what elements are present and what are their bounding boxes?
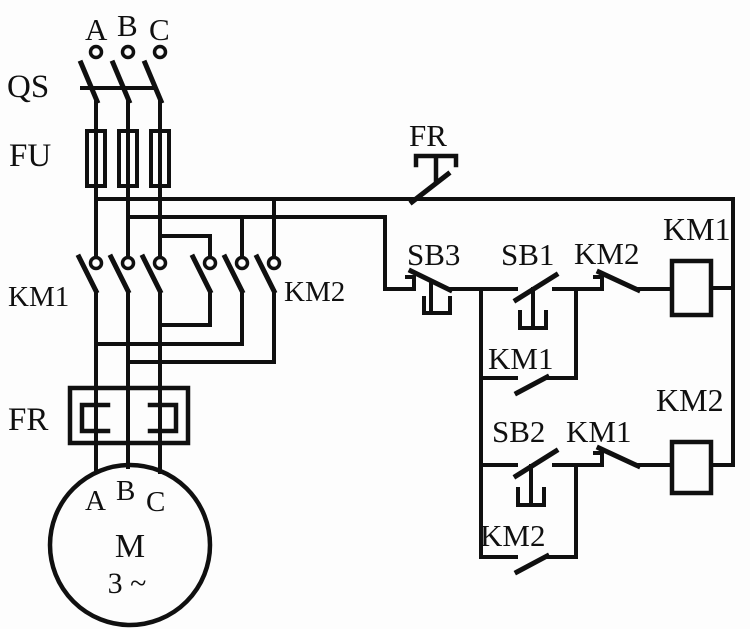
km2-contact-blade-2: [221, 253, 246, 295]
km1-contact-blade-3: [139, 253, 164, 295]
sb3-nc-tick: [405, 275, 416, 291]
km2-main-contacts: KM2: [189, 253, 345, 308]
km2-contact-blade-1: [189, 253, 214, 295]
control-wiring: [383, 197, 735, 559]
motor-m-label: M: [115, 528, 145, 565]
fr-control-contact: FR: [408, 118, 459, 206]
km1-contact-terminal-2: [120, 255, 136, 271]
km1-coil-box: [669, 258, 714, 318]
km2-interlock-contact: KM2: [574, 236, 642, 294]
sb1-label: SB1: [501, 237, 554, 272]
km1-interlock-nc-tick: [593, 451, 604, 467]
km1-contact-blade-1: [75, 253, 100, 295]
phase-c-label: C: [149, 12, 170, 47]
fr-heater-element-left: [79, 402, 111, 434]
km2-contact-terminal-2: [234, 255, 250, 271]
qs-blade-b: [109, 59, 133, 105]
km2-contact-terminal-3: [266, 255, 282, 271]
km1-interlock-blade: [595, 444, 642, 470]
sb2-start-button: SB2: [492, 414, 560, 507]
fuses: FU: [9, 129, 171, 188]
qs-blade-c: [141, 59, 165, 105]
km2-interlock-label: KM2: [574, 236, 639, 271]
motor-terminal-b: B: [116, 475, 135, 507]
fr-heater-box: [67, 385, 191, 446]
terminal-c: [152, 44, 168, 60]
fr-heater-element-right: [147, 402, 179, 434]
km2-holding-blade: [513, 552, 551, 576]
km1-contact-terminal-1: [88, 255, 104, 271]
fuse-a: [85, 129, 107, 188]
km2-coil-label: KM2: [656, 382, 724, 418]
km2-interlock-nc-tick: [593, 275, 604, 291]
fuse-c: [149, 129, 171, 188]
terminal-a: [88, 44, 104, 60]
supply-terminals: A B C: [85, 8, 170, 60]
km2-contact-terminal-1: [202, 255, 218, 271]
fr-power-label: FR: [8, 402, 48, 438]
km1-contact-terminal-3: [152, 255, 168, 271]
km2-coil-box: [669, 439, 714, 496]
fu-label: FU: [9, 138, 51, 174]
km1-holding-blade: [513, 373, 551, 397]
qs-label: QS: [7, 69, 49, 105]
sb1-start-button: SB1: [501, 237, 560, 330]
km1-holding-contact: KM1: [488, 341, 553, 397]
km1-main-contacts: KM1: [8, 253, 168, 313]
sb2-button-cap: [516, 487, 546, 507]
motor-terminal-a: A: [85, 485, 106, 517]
km2-coil: KM2: [656, 382, 724, 496]
sb3-stop-button: SB3: [405, 237, 460, 315]
terminal-b: [120, 44, 136, 60]
km2-main-label: KM2: [284, 276, 345, 308]
wire-c-to-km2: [158, 234, 212, 259]
sb3-label: SB3: [407, 237, 460, 272]
km1-interlock-label: KM1: [566, 414, 631, 449]
qs-blade-a: [77, 59, 101, 105]
km1-holding-label: KM1: [488, 341, 553, 376]
phase-b-label: B: [117, 8, 138, 43]
fr-contact-release-symbol: [413, 153, 459, 185]
km2-interlock-blade: [595, 268, 642, 294]
km1-interlock-contact: KM1: [566, 414, 642, 470]
sb3-button-cap: [422, 296, 452, 315]
sb2-label: SB2: [492, 414, 545, 449]
km1-main-label: KM1: [8, 281, 69, 313]
qs-disconnect-switch: QS: [7, 59, 165, 105]
km1-contact-blade-2: [107, 253, 132, 295]
sb2-blade: [512, 447, 560, 480]
km2-contact-blade-3: [253, 253, 278, 295]
fr-overload-heater: FR: [8, 385, 191, 446]
power-wiring: [94, 98, 735, 474]
fr-contact-blade: [408, 170, 452, 206]
sb1-button-cap: [518, 310, 548, 330]
motor: A B C M 3 ~: [47, 462, 213, 628]
fuse-b: [117, 129, 139, 188]
motor-phase-label: 3 ~: [108, 567, 147, 600]
motor-terminal-c: C: [146, 486, 165, 518]
motor-circle: [47, 462, 213, 628]
km2-holding-contact: KM2: [480, 518, 551, 576]
fr-control-label: FR: [409, 118, 447, 153]
phase-a-label: A: [85, 12, 108, 47]
km1-coil-label: KM1: [663, 211, 731, 247]
km2-holding-label: KM2: [480, 518, 545, 553]
km1-coil: KM1: [663, 211, 731, 318]
sb1-blade: [512, 271, 560, 304]
